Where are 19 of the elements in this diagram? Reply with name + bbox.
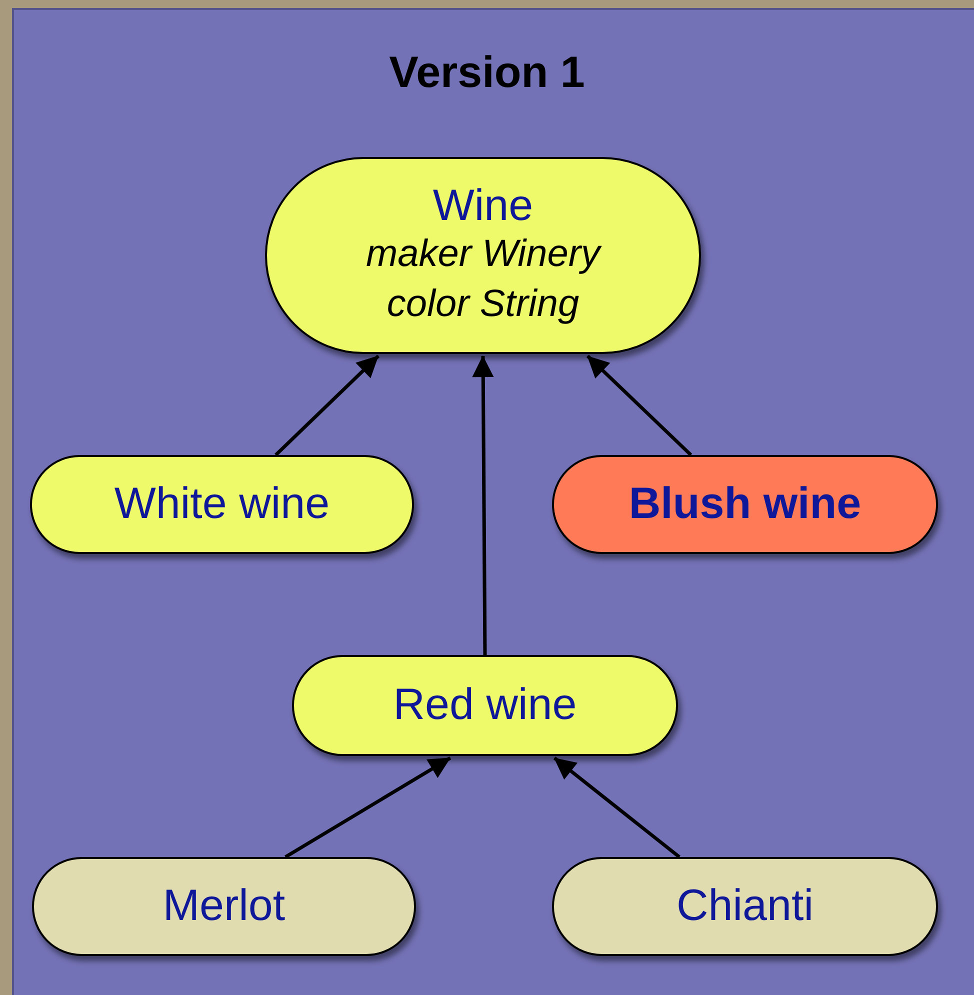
inheritance-arrow (284, 756, 452, 858)
class-node (30, 455, 414, 554)
inheritance-arrow (553, 756, 680, 858)
class-node (32, 857, 416, 956)
attribute-text: color String (386, 282, 580, 327)
node-label: Merlot (162, 882, 286, 931)
node-label: Wine (432, 182, 534, 230)
node-label: Red wine (393, 681, 577, 730)
class-node (292, 655, 678, 756)
inheritance-arrow (586, 354, 692, 456)
diagram-title: Version 1 (388, 48, 586, 98)
class-node (552, 857, 938, 956)
inheritance-arrow (274, 354, 380, 456)
node-label: Blush wine (628, 480, 862, 529)
node-label: White wine (114, 480, 330, 529)
inheritance-arrow (472, 355, 494, 656)
node-label: Chianti (676, 882, 814, 931)
class-node (552, 455, 938, 554)
attribute-text: maker Winery (366, 232, 600, 278)
